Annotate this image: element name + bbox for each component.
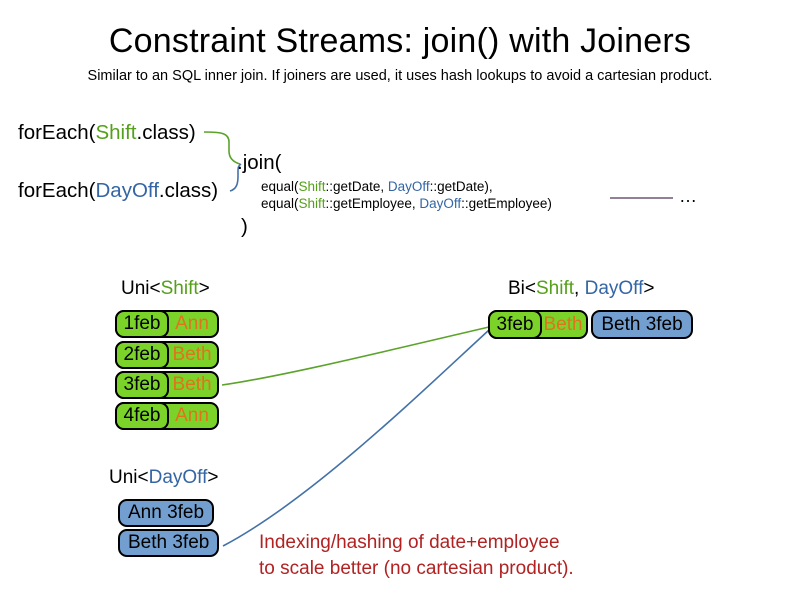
- shift-class-token: Shift: [160, 278, 199, 299]
- joiner-date-line: equal(Shift::getDate, DayOff::getDate),: [261, 179, 493, 194]
- table-row: 2feb Beth: [115, 340, 219, 369]
- code-text: ::getDate,: [325, 179, 388, 194]
- employee-cell: Ann: [175, 313, 209, 334]
- code-text: forEach(: [18, 121, 96, 144]
- employee-cell: Beth: [172, 343, 212, 365]
- code-text: equal(: [261, 196, 299, 211]
- annotation-line: to scale better (no cartesian product).: [259, 558, 574, 579]
- join-open-line: .join(: [237, 151, 282, 174]
- table-row: Ann 3feb: [118, 499, 215, 527]
- foreach-shift-line: forEach(Shift.class): [18, 121, 196, 145]
- uni-shift-table: 1feb Ann 2feb Beth 3feb Beth 4feb Ann: [115, 310, 219, 430]
- date-cell: 1feb: [115, 310, 169, 338]
- shift-class-token: Shift: [298, 196, 326, 211]
- shift-to-bi-green-curve: [221, 326, 490, 386]
- slide-subtitle: Similar to an SQL inner join. If joiners…: [87, 68, 713, 84]
- shift-class-token: Shift: [536, 278, 575, 299]
- dayoff-class-token: DayOff: [95, 179, 159, 202]
- more-joiners-ellipsis: …: [679, 186, 697, 206]
- joiner-employee-line: equal(Shift::getEmployee, DayOff::getEmp…: [261, 196, 552, 211]
- uni-shift-label: Uni<Shift>: [121, 278, 210, 300]
- uni-dayoff-label: Uni<DayOff>: [109, 467, 219, 489]
- dayoff-class-token: DayOff: [387, 179, 430, 194]
- brace-top-green-line: [203, 131, 241, 165]
- dayoff-class-token: DayOff: [148, 467, 208, 488]
- date-cell: 4feb: [115, 401, 169, 430]
- join-close-line: ): [241, 215, 248, 238]
- code-text: forEach(: [18, 179, 96, 202]
- employee-cell: Ann: [175, 404, 209, 426]
- label-text: >: [207, 467, 219, 488]
- date-cell: 2feb: [115, 340, 169, 369]
- uni-dayoff-table: Ann 3feb Beth 3feb: [118, 499, 220, 557]
- table-row: 1feb Ann: [115, 310, 219, 338]
- shift-class-token: Shift: [298, 179, 326, 194]
- code-text: ::getEmployee): [461, 196, 552, 211]
- foreach-dayoff-line: forEach(DayOff.class): [18, 179, 218, 203]
- dayoff-class-token: DayOff: [584, 278, 644, 299]
- table-row: 3feb Beth: [115, 371, 219, 399]
- code-text: ::getEmployee,: [325, 196, 420, 211]
- date-cell: 3feb: [115, 371, 169, 399]
- table-row: Beth 3feb: [118, 529, 220, 557]
- label-text: >: [643, 278, 655, 299]
- employee-cell: Beth: [543, 313, 583, 335]
- bi-shift-dayoff-label: Bi<Shift, DayOff>: [508, 278, 654, 300]
- dayoff-to-bi-blue-curve: [222, 329, 490, 547]
- dayoff-cell: Beth 3feb: [591, 310, 693, 339]
- code-text: ::getDate),: [429, 179, 493, 194]
- shift-class-token: Shift: [95, 121, 137, 144]
- label-text: Uni<: [109, 467, 149, 488]
- bi-joined-row: 3feb Beth Beth 3feb: [488, 310, 693, 339]
- label-text: Bi<: [508, 278, 536, 299]
- label-text: ,: [574, 278, 585, 299]
- label-text: Uni<: [121, 278, 161, 299]
- table-row: 4feb Ann: [115, 401, 219, 430]
- dayoff-class-token: DayOff: [419, 196, 462, 211]
- indexing-annotation: Indexing/hashing of date+employee to sca…: [259, 530, 574, 582]
- code-text: .class): [158, 179, 219, 202]
- code-text: equal(: [261, 179, 299, 194]
- date-cell: 3feb: [488, 310, 542, 339]
- label-text: >: [198, 278, 210, 299]
- code-text: .class): [136, 121, 196, 144]
- slide-title: Constraint Streams: join() with Joiners: [108, 22, 692, 60]
- annotation-line: Indexing/hashing of date+employee: [259, 532, 560, 553]
- employee-cell: Beth: [172, 374, 212, 395]
- table-row: 3feb Beth: [488, 310, 588, 339]
